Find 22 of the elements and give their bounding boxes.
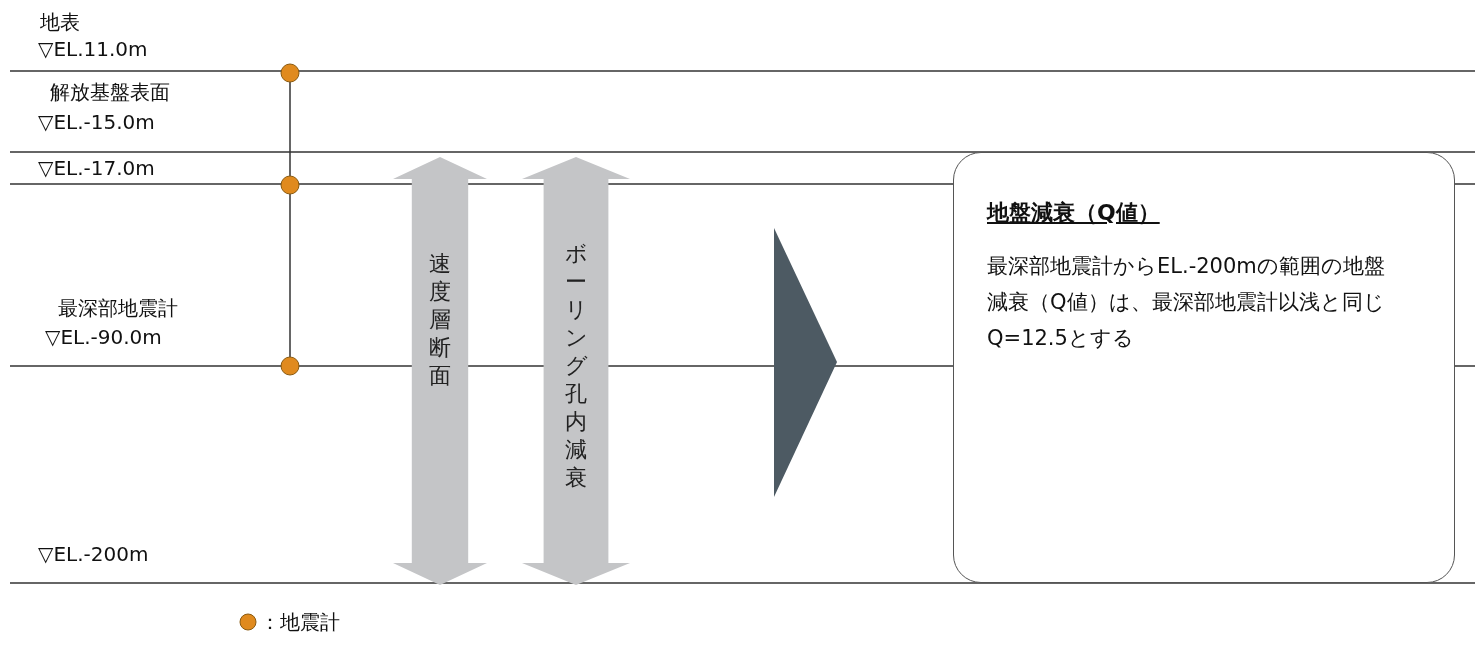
note-card	[953, 152, 1455, 583]
seismometer-marker	[280, 175, 300, 195]
level-name: 地表	[40, 10, 80, 34]
elevation-label: ▽EL.11.0m	[38, 37, 148, 61]
connector-line	[289, 81, 291, 177]
double-arrow	[522, 157, 630, 585]
connector-line	[289, 193, 291, 358]
legend-label: ：地震計	[260, 610, 340, 634]
seismometer-marker	[280, 356, 300, 376]
elevation-label: 最深部地震計	[58, 296, 178, 320]
elevation-label: ▽EL.-15.0m	[38, 110, 155, 134]
double-arrow	[393, 157, 487, 585]
card-text: 最深部地震計からEL.-200mの範囲の地盤減衰（Q値）は、最深部地震計以浅と同じQ=12.5とする	[987, 253, 1386, 352]
elevation-label: ▽EL.-17.0m	[38, 156, 155, 180]
card-heading: 地盤減衰（Q値）	[987, 199, 1160, 227]
elevation-label: ▽EL.-200m	[38, 542, 149, 566]
vertical-label: ボーリング孔内減衰	[564, 240, 588, 492]
seismometer-marker	[280, 63, 300, 83]
chevron-arrow	[774, 228, 837, 497]
level-name: 解放基盤表面	[50, 80, 170, 104]
elevation-label: ▽EL.-90.0m	[45, 325, 162, 349]
vertical-label: 速度層断面	[428, 250, 452, 390]
